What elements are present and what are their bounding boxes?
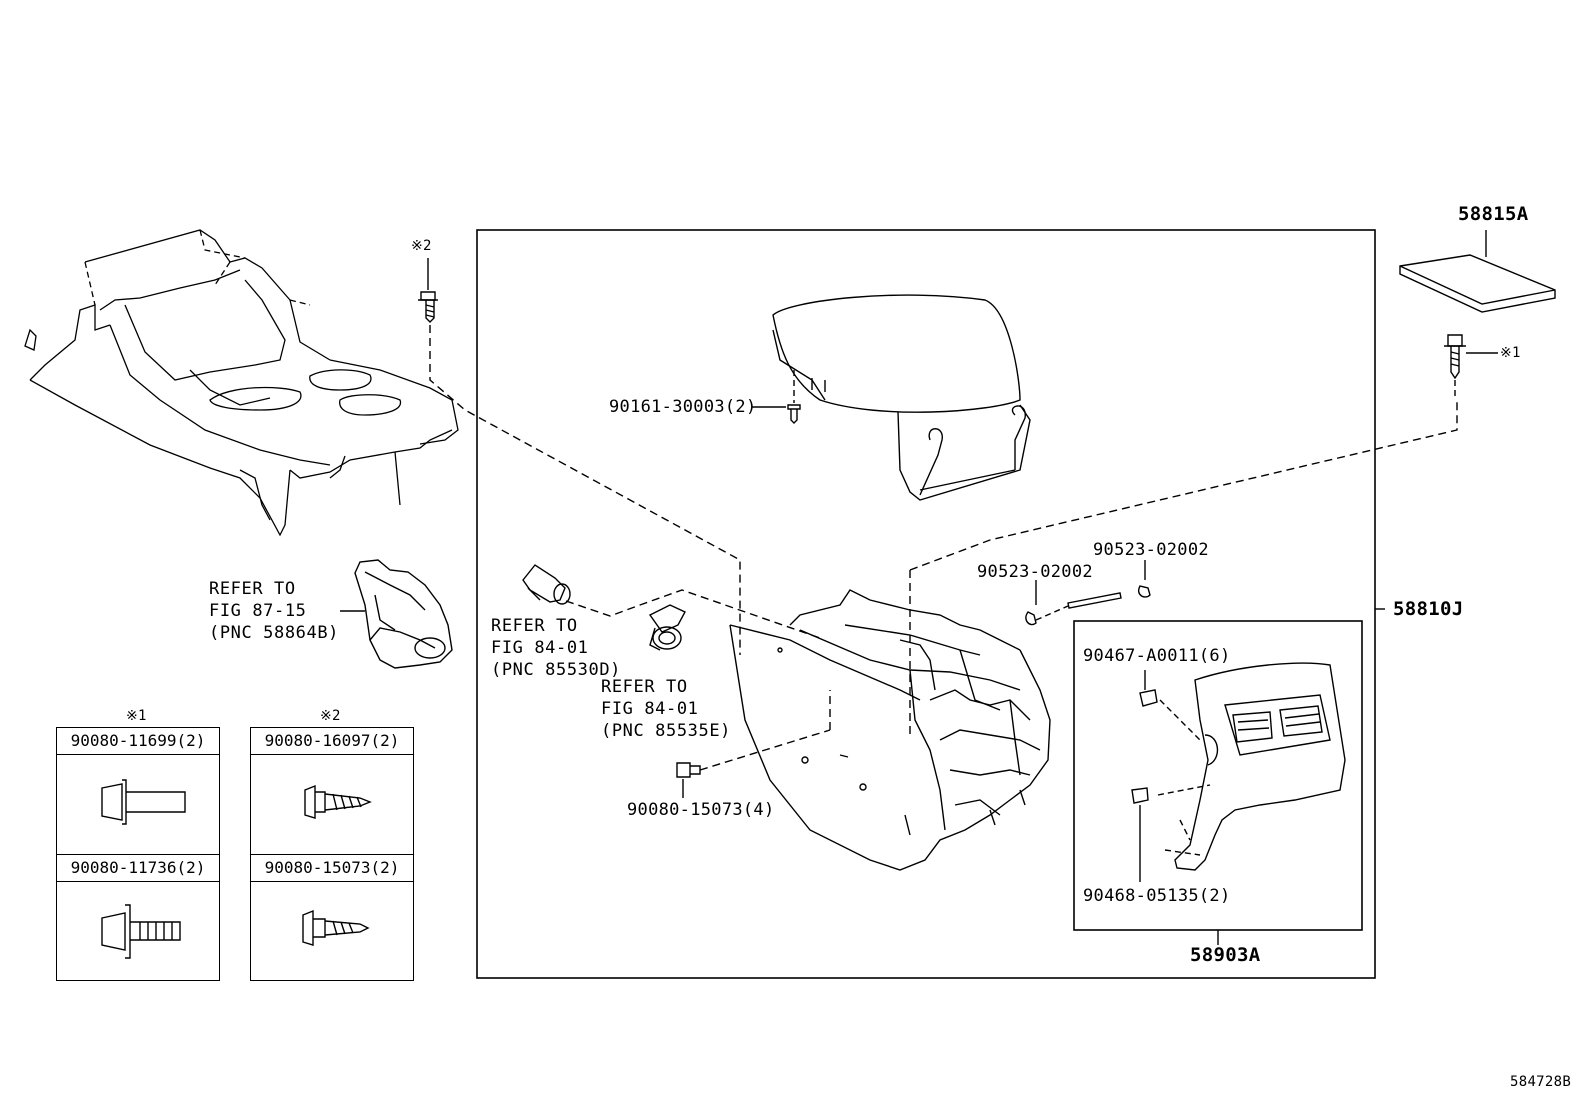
- console-box-drawing: [729, 589, 1051, 871]
- legend-mark1: ※1: [126, 708, 147, 724]
- callout-90523-02002-a[interactable]: 90523-02002: [977, 562, 1093, 582]
- dashed-lighter: [565, 589, 821, 639]
- callout-90523-02002-b[interactable]: 90523-02002: [1093, 540, 1209, 560]
- callout-58810J[interactable]: 58810J: [1393, 598, 1464, 620]
- figure-id: 584728B: [1510, 1074, 1572, 1090]
- armrest-lid-drawing: [772, 294, 1031, 501]
- bolt-mark2-drawing: [418, 258, 438, 323]
- socket-drawing: [648, 604, 686, 651]
- legend-mark2: ※2: [320, 708, 341, 724]
- reference-fig-87-15[interactable]: REFER TO FIG 87-15 (PNC 58864B): [209, 579, 340, 643]
- mark1-label: ※1: [1500, 345, 1521, 361]
- rear-vent-drawing: [1157, 662, 1346, 871]
- mark2-label: ※2: [411, 238, 432, 254]
- legend-item-90080-11736: 90080-11736(2): [57, 854, 219, 882]
- upper-console-drawing: [24, 229, 459, 537]
- clip-90467-drawing: [1139, 670, 1158, 707]
- legend-box-mark1: 90080-11699(2) 90080-11736(2): [56, 727, 220, 981]
- callout-90080-15073[interactable]: 90080-15073(4): [627, 800, 775, 820]
- fastener-90080-15073-drawing: [302, 909, 370, 946]
- callout-58903A[interactable]: 58903A: [1190, 944, 1261, 966]
- mat-58815A-drawing: [1399, 230, 1556, 313]
- screw-90080-15073-drawing: [676, 690, 831, 798]
- clip-90468-drawing: [1131, 787, 1149, 882]
- dashed-console-outline: [909, 400, 1458, 735]
- callout-90468-05135[interactable]: 90468-05135(2): [1083, 886, 1231, 906]
- legend-item-90080-15073: 90080-15073(2): [251, 854, 413, 882]
- legend-box-mark2: 90080-16097(2) 90080-15073(2): [250, 727, 414, 981]
- pin-90523-drawing: [1025, 560, 1151, 626]
- lighter-drawing: [522, 564, 571, 605]
- reference-fig-84-01-85535E[interactable]: REFER TO FIG 84-01 (PNC 85535E): [601, 677, 732, 741]
- callout-90161-30003[interactable]: 90161-30003(2): [609, 397, 757, 417]
- fastener-90080-16097-drawing: [304, 784, 372, 819]
- reference-fig-84-01-85530D[interactable]: REFER TO FIG 84-01 (PNC 85530D): [491, 616, 622, 680]
- fastener-90080-11699-drawing: [101, 779, 186, 825]
- legend-item-90080-16097: 90080-16097(2): [251, 728, 413, 755]
- legend-item-90080-11699: 90080-11699(2): [57, 728, 219, 755]
- fastener-90080-11736-drawing: [101, 904, 181, 959]
- screw-90161-drawing: [752, 370, 801, 424]
- cup-holder-insert-drawing: [354, 559, 453, 669]
- subassembly-frame-58903A: [1073, 620, 1363, 931]
- bolt-mark1-drawing: [1444, 334, 1498, 398]
- assembly-frame-58810J: [476, 229, 1376, 979]
- callout-90467-A0011[interactable]: 90467-A0011(6): [1083, 646, 1231, 666]
- callout-58815A[interactable]: 58815A: [1458, 203, 1529, 225]
- dashed-line-mark2: [429, 325, 741, 655]
